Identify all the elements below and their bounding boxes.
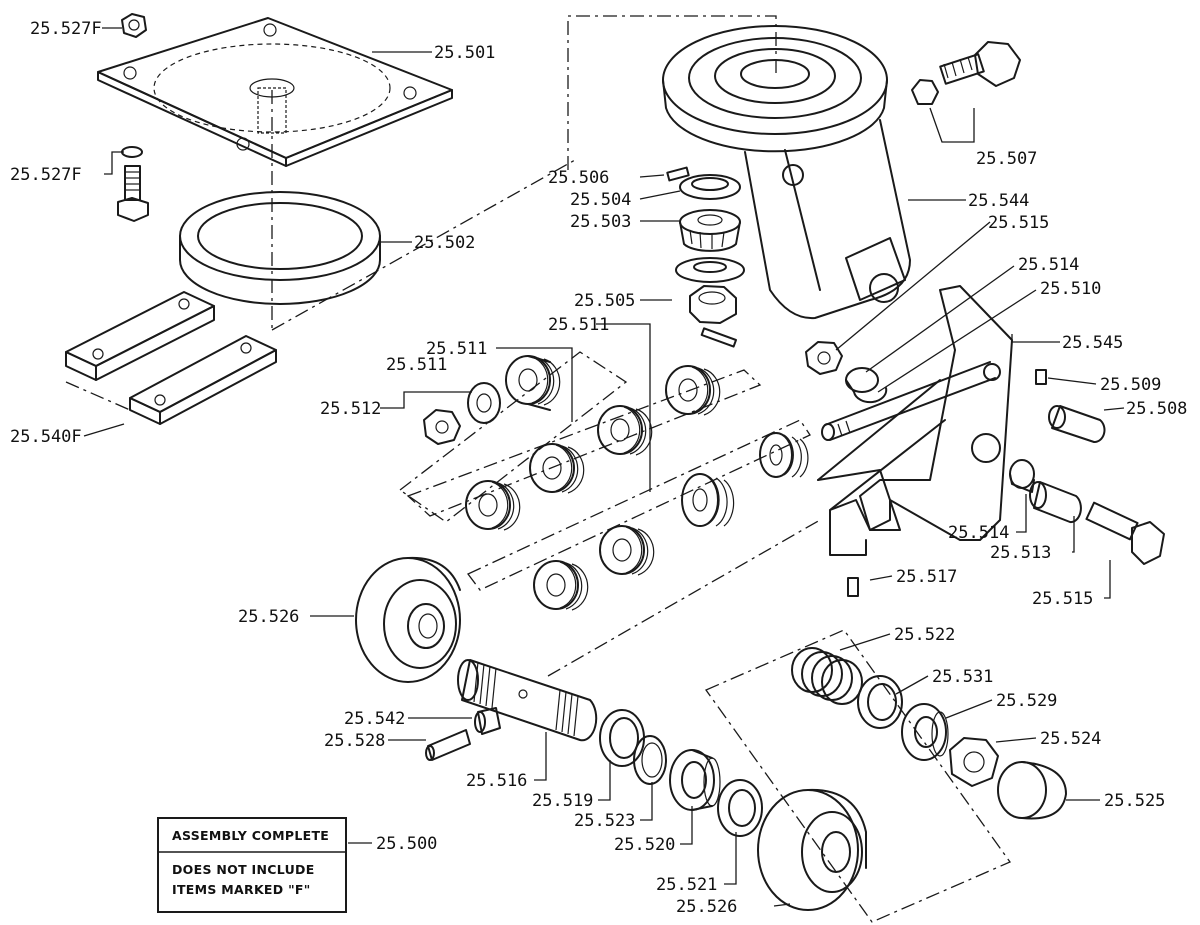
bushing-514-top xyxy=(845,367,888,404)
mounting-plate xyxy=(97,17,453,167)
bearing-ring xyxy=(179,191,381,305)
label-25-526-top: 25.526 xyxy=(238,607,299,627)
nut-515-top xyxy=(805,341,843,375)
label-25-531: 25.531 xyxy=(932,667,993,687)
label-25-515-top: 25.515 xyxy=(988,213,1049,233)
label-25-521: 25.521 xyxy=(656,875,717,895)
label-25-501: 25.501 xyxy=(434,43,495,63)
axle-516 xyxy=(457,659,598,742)
bolt-515-bottom xyxy=(1085,501,1165,565)
axle-rod xyxy=(821,361,996,441)
note-line-assembly-complete: ASSEMBLY COMPLETE xyxy=(172,828,329,843)
spring-522 xyxy=(791,647,863,705)
set-screw-517 xyxy=(847,577,859,597)
label-25-510: 25.510 xyxy=(1040,279,1101,299)
label-25-520: 25.520 xyxy=(614,835,675,855)
label-25-509: 25.509 xyxy=(1100,375,1161,395)
label-25-525: 25.525 xyxy=(1104,791,1165,811)
assembly-note-box: ASSEMBLY COMPLETE DOES NOT INCLUDE ITEMS… xyxy=(157,817,347,913)
label-25-514-top: 25.514 xyxy=(1018,255,1079,275)
spacer-plates xyxy=(65,291,277,425)
label-25-529: 25.529 xyxy=(996,691,1057,711)
leader-lines xyxy=(83,27,1125,907)
wheel-left xyxy=(355,556,461,683)
label-25-512: 25.512 xyxy=(320,399,381,419)
label-25-524: 25.524 xyxy=(1040,729,1101,749)
bushing-542 xyxy=(474,707,501,735)
label-25-511-b: 25.511 xyxy=(426,339,487,359)
part-labels: 25.527F 25.501 25.527F 25.502 25.540F 25… xyxy=(10,19,1187,917)
label-25-511-c: 25.511 xyxy=(386,355,447,375)
label-25-540f: 25.540F xyxy=(10,427,82,447)
label-25-526-bottom: 25.526 xyxy=(676,897,737,917)
label-25-519: 25.519 xyxy=(532,791,593,811)
label-25-542: 25.542 xyxy=(344,709,405,729)
note-line-items-marked-f: ITEMS MARKED "F" xyxy=(172,882,311,897)
wheel-right xyxy=(757,788,867,911)
label-25-506: 25.506 xyxy=(548,168,609,188)
thrust-washer-504 xyxy=(679,174,741,200)
castle-nut-505 xyxy=(675,257,745,348)
nut-524 xyxy=(949,737,999,787)
bolt-507 xyxy=(911,41,1021,105)
label-25-502: 25.502 xyxy=(414,233,475,253)
label-25-515-bottom: 25.515 xyxy=(1032,589,1093,609)
ring-531 xyxy=(857,675,903,729)
label-25-528: 25.528 xyxy=(324,731,385,751)
bushing-514-bottom xyxy=(1009,459,1035,493)
grease-nipple-509 xyxy=(1035,369,1047,385)
label-25-516: 25.516 xyxy=(466,771,527,791)
seal-519 xyxy=(599,709,645,767)
hub-cap-525 xyxy=(997,761,1067,820)
pin-508 xyxy=(1048,405,1106,443)
label-25-511-a: 25.511 xyxy=(548,315,609,335)
note-line-does-not-include: DOES NOT INCLUDE xyxy=(172,862,315,877)
seal-521 xyxy=(717,779,763,837)
label-25-508: 25.508 xyxy=(1126,399,1187,419)
label-25-504: 25.504 xyxy=(570,190,631,210)
label-25-544: 25.544 xyxy=(968,191,1029,211)
label-25-545: 25.545 xyxy=(1062,333,1123,353)
label-25-523: 25.523 xyxy=(574,811,635,831)
set-screw-506 xyxy=(666,166,690,182)
label-25-517: 25.517 xyxy=(896,567,957,587)
hex-nut-top xyxy=(121,13,147,38)
label-25-507: 25.507 xyxy=(976,149,1037,169)
label-25-505: 25.505 xyxy=(574,291,635,311)
label-25-514-bottom: 25.514 xyxy=(948,523,1009,543)
label-25-503: 25.503 xyxy=(570,212,631,232)
spacer-rings-group xyxy=(465,355,809,611)
label-25-500: 25.500 xyxy=(376,834,437,854)
fork-leg xyxy=(817,285,1013,556)
label-25-527f-top: 25.527F xyxy=(30,19,102,39)
bushing-513 xyxy=(1029,481,1082,524)
swivel-housing xyxy=(662,25,911,320)
label-25-513: 25.513 xyxy=(990,543,1051,563)
label-25-527f-mid: 25.527F xyxy=(10,165,82,185)
bolt-527f xyxy=(117,146,149,222)
bearing-520 xyxy=(669,749,721,811)
taper-bearing-503 xyxy=(679,209,741,252)
washer-nut-512 xyxy=(423,382,501,445)
bearing-529 xyxy=(901,703,949,761)
label-25-522: 25.522 xyxy=(894,625,955,645)
ring-523 xyxy=(633,735,667,785)
pin-528 xyxy=(425,729,471,761)
